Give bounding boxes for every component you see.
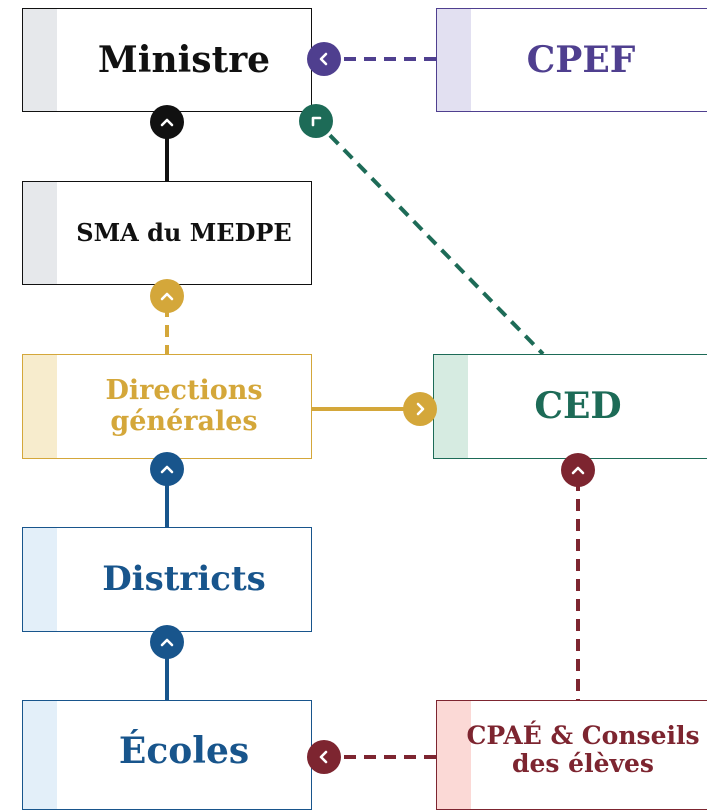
ecoles-box: Écoles <box>22 700 312 810</box>
chevron-up-icon <box>150 452 184 486</box>
ced-label: CED <box>534 385 622 428</box>
connector-ced-ministre <box>314 119 545 356</box>
cpef-strip <box>437 9 471 111</box>
sma-label: SMA du MEDPE <box>76 217 292 247</box>
chevron-up-icon <box>150 279 184 313</box>
ecoles-strip <box>23 701 57 809</box>
chevron-up-icon <box>150 625 184 659</box>
directions-box: Directions générales <box>22 354 312 459</box>
ecoles-label: Écoles <box>118 729 250 772</box>
directions-strip <box>23 355 57 458</box>
districts-label: Districts <box>102 559 266 600</box>
chevron-right-icon <box>403 392 437 426</box>
cpae-box: CPAÉ & Conseils des élèves <box>436 700 707 810</box>
cpae-strip <box>437 701 471 809</box>
ced-strip <box>434 355 468 458</box>
sma-strip <box>23 182 57 284</box>
cpef-label: CPEF <box>526 38 636 81</box>
chevron-up-icon <box>150 105 184 139</box>
cpef-box: CPEF <box>436 8 707 112</box>
districts-box: Districts <box>22 527 312 632</box>
cpae-label: CPAÉ & Conseils des élèves <box>466 721 700 778</box>
corner-arrow-icon <box>299 104 333 138</box>
chevron-left-icon <box>307 740 341 774</box>
chevron-up-icon <box>561 453 595 487</box>
ministre-strip <box>23 9 57 111</box>
chevron-left-icon <box>307 42 341 76</box>
ministre-box: Ministre <box>22 8 312 112</box>
ministre-label: Ministre <box>97 38 271 81</box>
ced-box: CED <box>433 354 707 459</box>
districts-strip <box>23 528 57 631</box>
sma-box: SMA du MEDPE <box>22 181 312 285</box>
directions-label: Directions générales <box>105 375 263 437</box>
